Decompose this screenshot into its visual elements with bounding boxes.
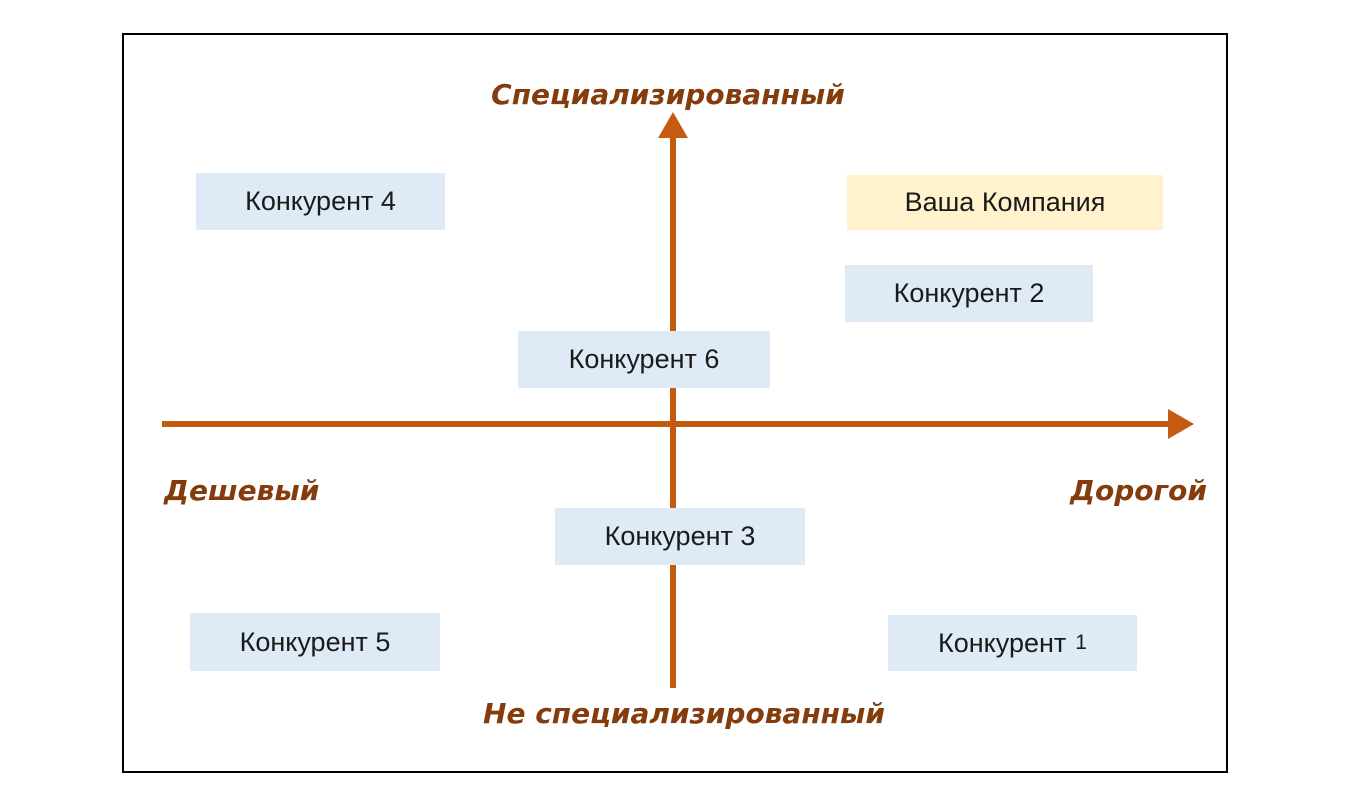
competitor-1-label: Конкурент <box>938 627 1067 658</box>
vertical-axis-line <box>670 133 676 688</box>
competitor-2-box: Конкурент 2 <box>845 265 1093 322</box>
your-company-box: Ваша Компания <box>847 175 1163 230</box>
axis-label-expensive: Дорогой <box>1070 474 1207 507</box>
horizontal-axis-line <box>162 421 1170 427</box>
competitor-6-box: Конкурент 6 <box>518 331 770 388</box>
competitor-1-number: 1 <box>1075 631 1087 654</box>
competitor-4-box: Конкурент 4 <box>196 173 445 230</box>
vertical-axis-arrowhead-icon <box>658 112 688 138</box>
competitor-3-box: Конкурент 3 <box>555 508 805 565</box>
competitor-5-box: Конкурент 5 <box>190 613 440 671</box>
axis-label-specialized: Специализированный <box>491 78 845 111</box>
axis-label-not-specialized: Не специализированный <box>483 697 885 730</box>
axis-label-cheap: Дешевый <box>164 474 320 507</box>
horizontal-axis-arrowhead-icon <box>1168 409 1194 439</box>
competitor-1-box: Конкурент 1 <box>888 615 1137 671</box>
